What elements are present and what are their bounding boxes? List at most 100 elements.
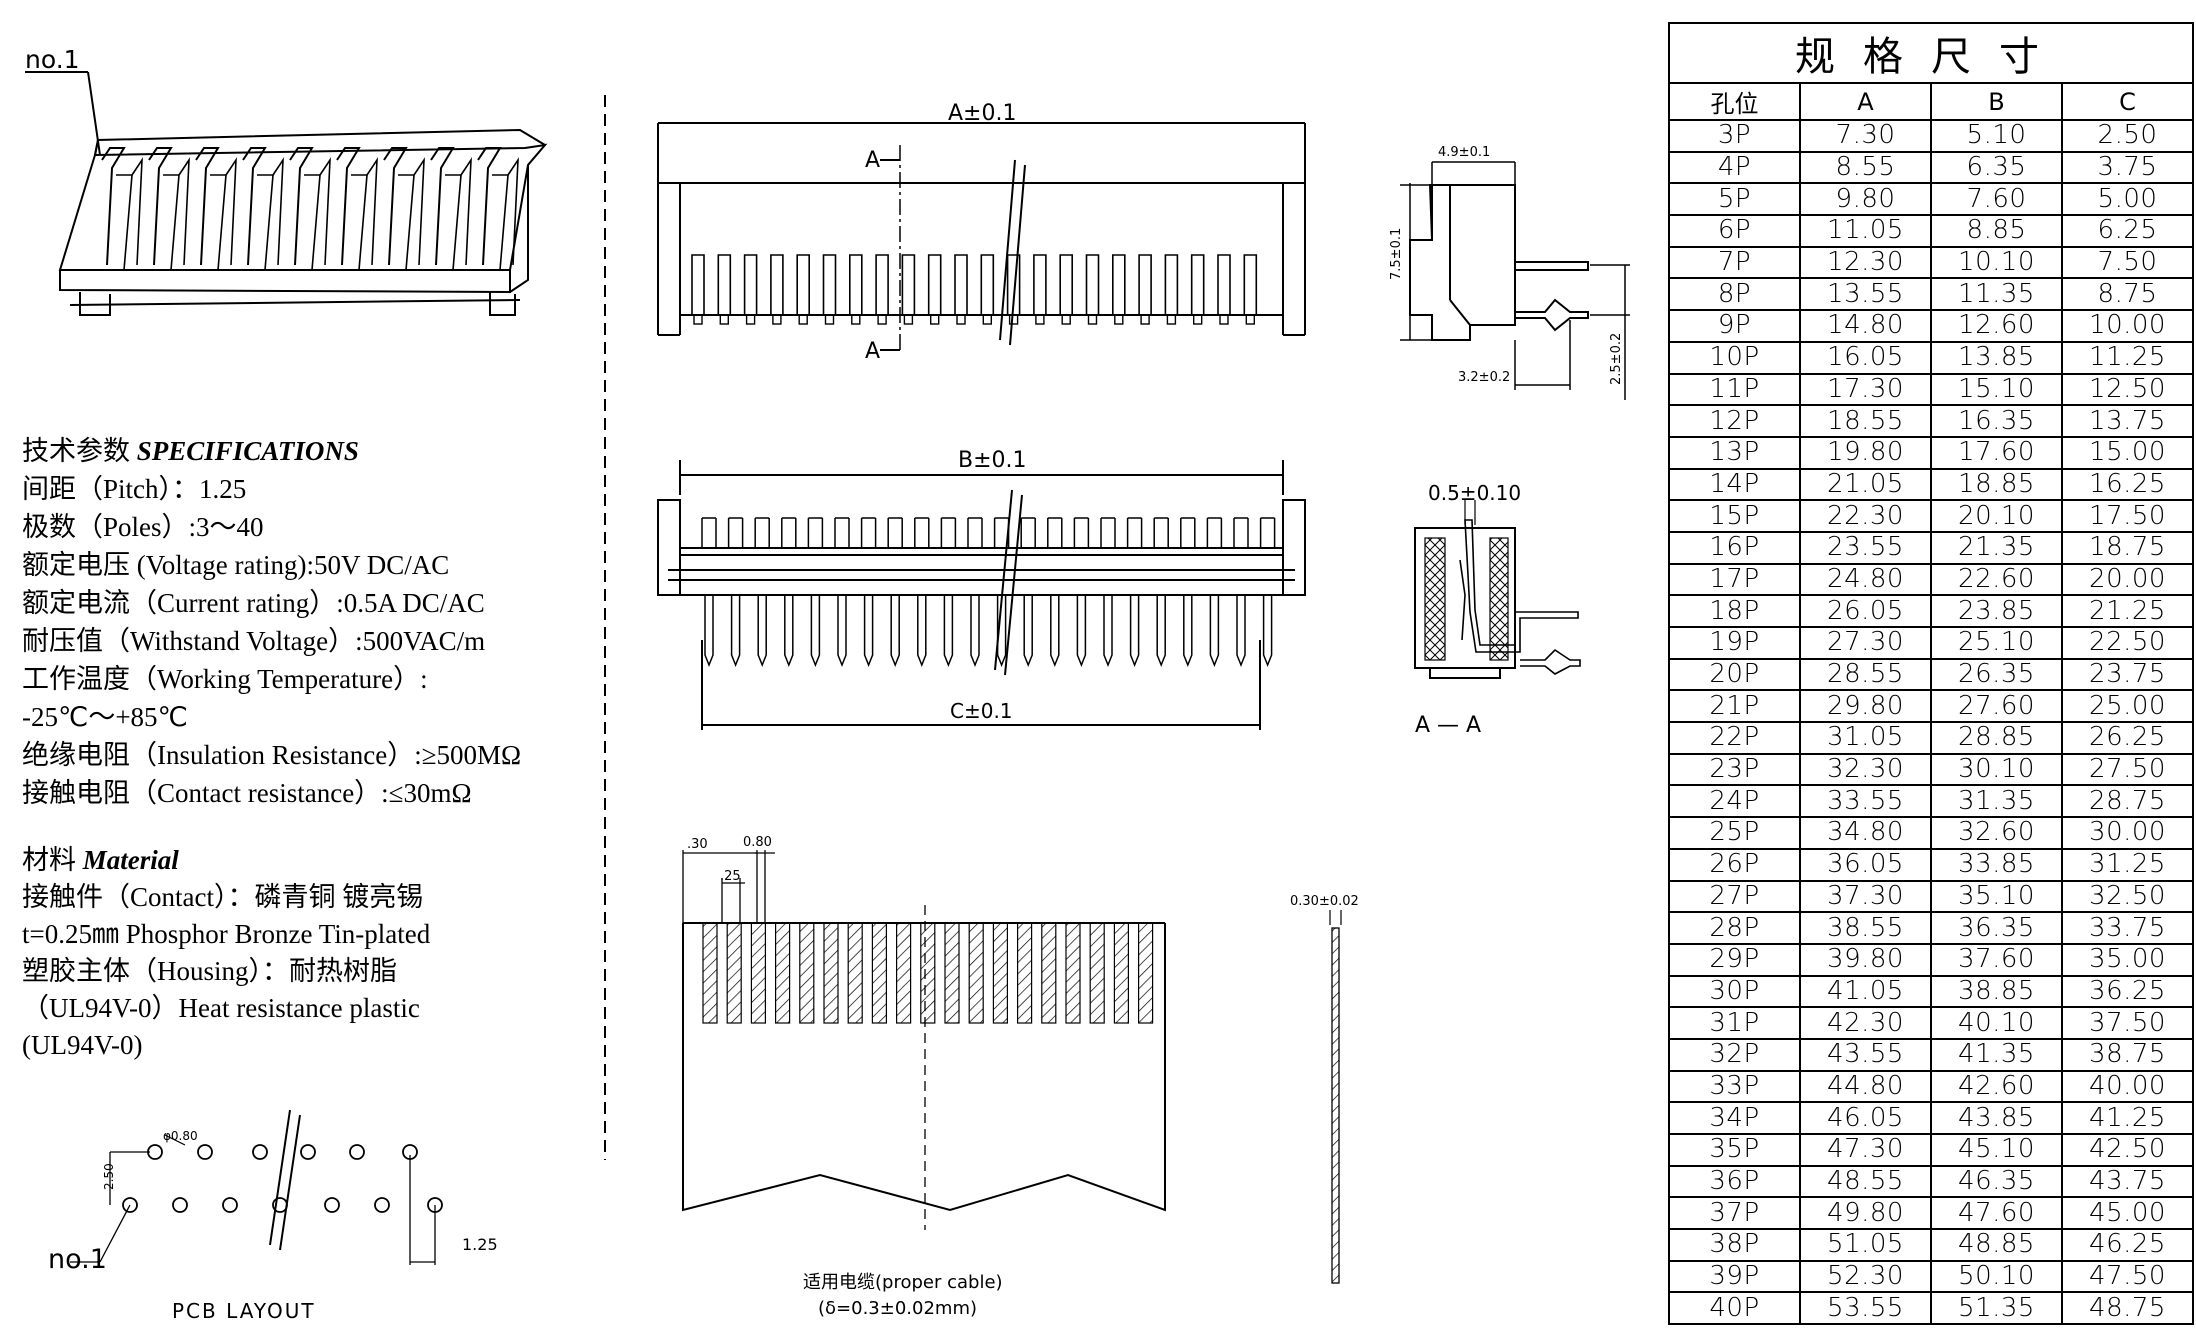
pin-front-leg (1023, 595, 1033, 668)
pin-front-leg (917, 595, 927, 668)
cable-finger (992, 922, 1009, 1024)
pcb-hole (349, 1144, 365, 1160)
pin-front-leg (970, 595, 980, 668)
cable-finger (847, 922, 863, 1024)
spec-pitch: 间距（Pitch）：1.25 (22, 474, 247, 504)
positions-cell: 37P (1668, 1196, 1801, 1231)
pcb-hole (374, 1197, 390, 1213)
a-cell: 48.55 (1799, 1164, 1932, 1199)
c-cell: 15.00 (2061, 435, 2194, 470)
positions-cell: 11P (1668, 372, 1801, 407)
c-cell: 13.75 (2061, 404, 2194, 438)
col-header-a: A (1799, 82, 1932, 121)
c-cell: 21.25 (2061, 594, 2194, 628)
pin-front-head (967, 517, 983, 548)
c-cell: 25.00 (2061, 689, 2194, 724)
col-header-c: C (2061, 82, 2194, 121)
a-cell: 26.05 (1799, 594, 1932, 628)
pin-top-tail (1008, 314, 1019, 325)
cable-finger (1137, 922, 1154, 1024)
a-cell: 47.30 (1799, 1133, 1932, 1167)
a-cell: 12.30 (1799, 245, 1932, 280)
pcb-250-label: 2.50 (102, 1163, 116, 1190)
c-cell: 16.25 (2061, 467, 2194, 502)
pin-contact (242, 147, 267, 266)
cable-25-label: .25 (720, 869, 741, 884)
cable-finger (1089, 922, 1105, 1024)
c-cell: 32.50 (2061, 879, 2194, 914)
pin-front-head (807, 517, 824, 548)
cable-finger (1016, 922, 1033, 1024)
positions-cell: 6P (1668, 214, 1801, 248)
pcb-hole (300, 1144, 316, 1160)
pin-top-tail (982, 314, 992, 325)
a-cell: 34.80 (1799, 816, 1932, 850)
col-header-positions: 孔位 (1668, 82, 1801, 121)
specifications-block: 技术参数 SPECIFICATIONS 间距（Pitch）：1.25 极数（Po… (22, 432, 521, 812)
a-cell: 38.55 (1799, 911, 1932, 945)
b-cell: 25.10 (1930, 626, 2063, 660)
pin-front-leg (890, 595, 900, 668)
c-cell: 3.75 (2061, 150, 2194, 185)
section-aa-view (1414, 500, 1581, 679)
spec-temperature-range: -25℃～+85℃ (22, 702, 188, 732)
positions-cell: 34P (1668, 1101, 1801, 1135)
positions-cell: 22P (1668, 721, 1801, 755)
b-cell: 33.85 (1930, 847, 2063, 882)
spec-heading-en: SPECIFICATIONS (136, 436, 359, 466)
pin-top (743, 254, 758, 316)
pin-top-tail (877, 314, 887, 325)
positions-cell: 15P (1668, 499, 1801, 533)
section-a-label-bottom: A (865, 339, 880, 364)
spec-heading-cn: 技术参数 (22, 436, 137, 466)
pin-top (1085, 254, 1100, 316)
pin-contact (195, 147, 220, 266)
a-cell: 23.55 (1799, 530, 1932, 565)
pin-top (875, 254, 889, 316)
pin-top (1243, 254, 1258, 316)
positions-cell: 31P (1668, 1006, 1801, 1040)
positions-cell: 36P (1668, 1164, 1801, 1199)
pin-front-leg (730, 595, 741, 668)
pin-top (1059, 254, 1073, 316)
pin-top (954, 254, 968, 316)
a-cell: 27.30 (1799, 626, 1932, 660)
cable-finger (702, 922, 718, 1024)
b-cell: 27.60 (1930, 689, 2063, 724)
cable-30-label: .30 (687, 837, 708, 852)
b-cell: 11.35 (1930, 277, 2063, 312)
a-cell: 37.30 (1799, 879, 1932, 914)
c-cell: 8.75 (2061, 277, 2194, 312)
pin-top-tail (693, 314, 703, 325)
b-cell: 13.85 (1930, 340, 2063, 375)
cable-finger (774, 922, 791, 1024)
b-cell: 15.10 (1930, 372, 2063, 407)
positions-cell: 18P (1668, 594, 1801, 628)
cable-finger (895, 922, 912, 1024)
c-cell: 2.50 (2061, 119, 2194, 153)
positions-cell: 19P (1668, 626, 1801, 660)
a-cell: 53.55 (1799, 1291, 1932, 1326)
pcb-hole (324, 1197, 340, 1213)
pin-front-leg (1262, 595, 1273, 668)
pin-top (980, 254, 995, 316)
c-cell: 20.00 (2061, 562, 2194, 597)
positions-cell: 9P (1668, 309, 1801, 343)
dim-32-label: 3.2±0.2 (1458, 370, 1510, 385)
dim-25-label: 2.5±0.2 (1609, 333, 1624, 385)
pcb-hole (122, 1197, 138, 1213)
